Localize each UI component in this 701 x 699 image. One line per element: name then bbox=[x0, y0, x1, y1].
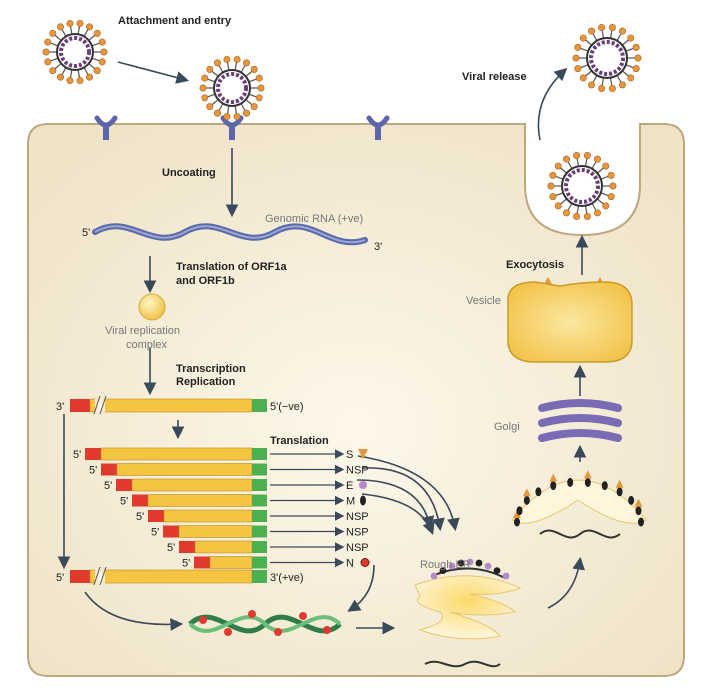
sgrna-5prime-label: 5' bbox=[89, 465, 97, 477]
virion-entry bbox=[199, 55, 265, 121]
positive-strand-rna bbox=[70, 566, 267, 586]
sgrna-5prime-label: 5' bbox=[167, 542, 175, 554]
er-protein-bead bbox=[430, 572, 438, 580]
subgenomic-rna: 5' bbox=[182, 556, 345, 570]
nucleocapsid-helix bbox=[188, 610, 342, 636]
protein-label: M bbox=[346, 496, 355, 508]
er-dna-strand bbox=[424, 660, 501, 668]
replication-complex-icon bbox=[138, 293, 166, 321]
er-protein-bead bbox=[448, 562, 456, 570]
protein-label: NSP bbox=[346, 511, 369, 523]
protein-label: S bbox=[346, 449, 353, 461]
label-exocytosis: Exocytosis bbox=[506, 259, 564, 271]
subgenomic-rna: 5' bbox=[104, 478, 345, 492]
membrane-protein-icon bbox=[360, 495, 366, 506]
label-uncoating: Uncoating bbox=[162, 167, 216, 179]
protein-label: NSP bbox=[346, 527, 369, 539]
er-protein-bead bbox=[439, 567, 447, 575]
virion-attachment bbox=[42, 19, 108, 85]
subgenomic-rna: 5' bbox=[120, 494, 345, 508]
spike-protein-icon bbox=[358, 449, 368, 459]
sgrna-5prime-label: 5' bbox=[136, 511, 144, 523]
subgenomic-rna: 5' bbox=[136, 509, 345, 523]
nucleocapsid-protein-icon bbox=[360, 558, 370, 567]
label-rna-3prime: 3' bbox=[374, 241, 382, 253]
protein-label: NSP bbox=[346, 542, 369, 554]
vesicle bbox=[507, 281, 633, 363]
er-protein-bead bbox=[466, 558, 474, 566]
subgenomic-rna: 5' bbox=[89, 463, 345, 477]
receptor-icon bbox=[220, 115, 244, 140]
er-protein-bead bbox=[457, 559, 465, 567]
label-translation-orf-1: Translation of ORF1a bbox=[176, 261, 288, 273]
protein-label: N bbox=[346, 558, 354, 570]
label-translation: Translation bbox=[270, 435, 329, 447]
er-protein-bead bbox=[493, 567, 501, 575]
virion-released bbox=[572, 23, 642, 93]
protein-label: E bbox=[346, 480, 353, 492]
label-viral-release: Viral release bbox=[462, 71, 527, 83]
label-rna-5prime: 5' bbox=[82, 227, 90, 239]
er-protein-bead bbox=[502, 572, 510, 580]
subgenomic-rna: 5' bbox=[167, 540, 345, 554]
label-transcription: Transcription bbox=[176, 363, 246, 375]
envelope-protein-icon bbox=[359, 481, 367, 489]
label-neg-strand: 5'(−ve) bbox=[270, 401, 304, 413]
er-protein-bead bbox=[475, 559, 483, 567]
label-neg-3prime: 3' bbox=[56, 401, 64, 413]
cell-membrane bbox=[27, 123, 685, 677]
label-replication-complex-1: Viral replication bbox=[105, 325, 180, 337]
budding-virion-assembly bbox=[511, 470, 647, 539]
label-rough-er: Rough ER bbox=[420, 559, 471, 571]
sgrna-5prime-label: 5' bbox=[120, 496, 128, 508]
label-vesicle: Vesicle bbox=[466, 295, 501, 307]
rough-er bbox=[414, 567, 522, 640]
label-genomic-rna: Genomic RNA (+ve) bbox=[265, 213, 363, 225]
label-translation-orf-2: and ORF1b bbox=[176, 275, 235, 287]
protein-label: NSP bbox=[346, 465, 369, 477]
subgenomic-rna: 5' bbox=[73, 447, 345, 461]
receptor-icon bbox=[366, 115, 390, 140]
golgi-apparatus bbox=[538, 399, 622, 442]
virion-budding bbox=[547, 151, 617, 221]
label-pos-strand: 3'(+ve) bbox=[270, 572, 304, 584]
er-protein-bead bbox=[484, 562, 492, 570]
sgrna-5prime-label: 5' bbox=[104, 480, 112, 492]
negative-strand-rna bbox=[70, 395, 267, 415]
receptor-icon bbox=[94, 115, 118, 140]
label-attachment: Attachment and entry bbox=[118, 15, 232, 27]
label-pos-5prime: 5' bbox=[56, 572, 64, 584]
flow-arrows bbox=[57, 61, 589, 635]
sgrna-5prime-label: 5' bbox=[151, 527, 159, 539]
label-replication-complex-2: complex bbox=[126, 339, 167, 351]
label-replication: Replication bbox=[176, 376, 236, 388]
label-golgi: Golgi bbox=[494, 421, 520, 433]
subgenomic-rna: 5' bbox=[151, 525, 345, 539]
sgrna-5prime-label: 5' bbox=[73, 449, 81, 461]
sgrna-5prime-label: 5' bbox=[182, 558, 190, 570]
